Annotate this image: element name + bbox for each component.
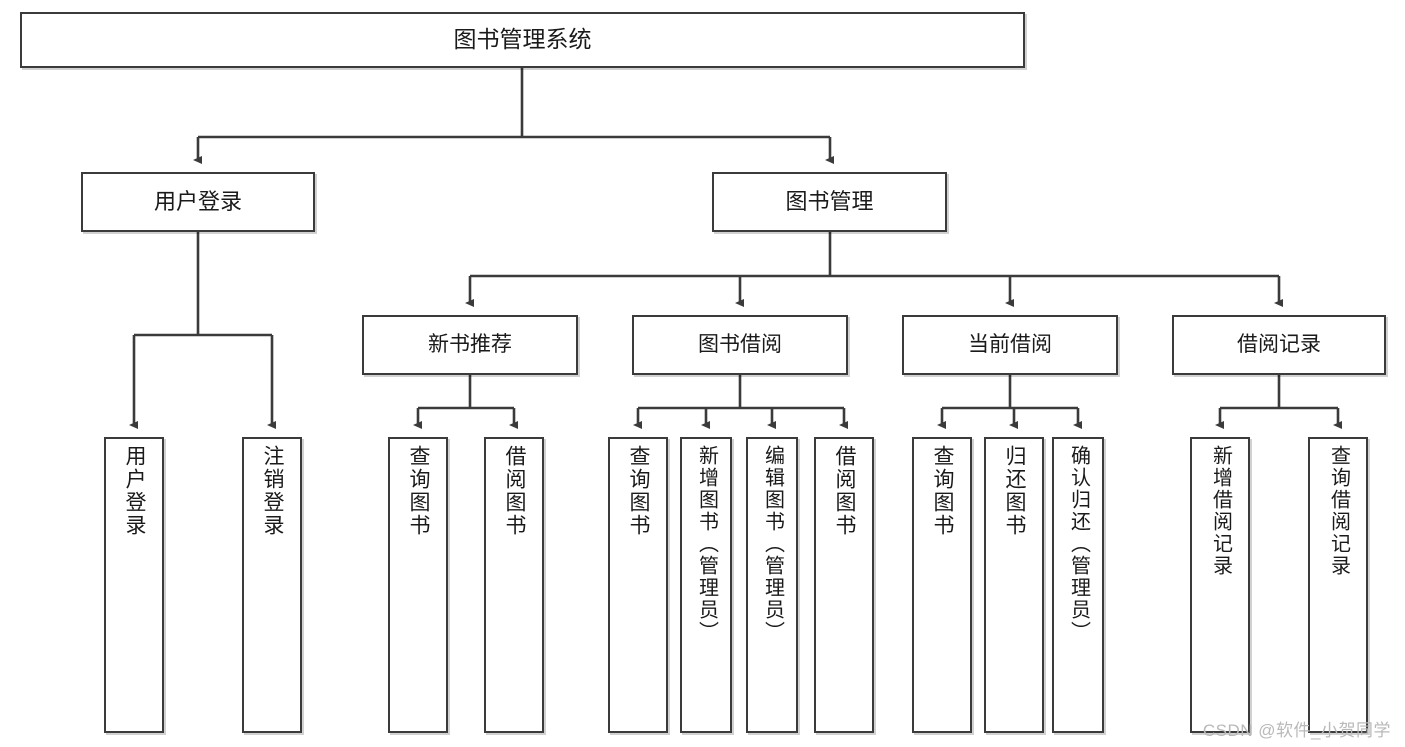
- node-leaf-borrow-book-bor-label: 借阅图书: [833, 445, 857, 537]
- node-leaf-add-book-admin[interactable]: 新增图书（管理员）: [680, 437, 732, 733]
- node-borrow-record-label: 借阅记录: [1237, 332, 1321, 356]
- node-leaf-user-login-label: 用户登录: [123, 445, 147, 537]
- node-new-book-rec-label: 新书推荐: [428, 332, 512, 356]
- node-leaf-borrow-book-bor[interactable]: 借阅图书: [814, 437, 874, 733]
- node-leaf-query-book-cur-label: 查询图书: [931, 445, 955, 537]
- node-leaf-edit-book-admin-label: 编辑图书（管理员）: [761, 445, 784, 643]
- node-leaf-query-book-cur[interactable]: 查询图书: [912, 437, 972, 733]
- node-leaf-edit-book-admin[interactable]: 编辑图书（管理员）: [746, 437, 798, 733]
- node-leaf-query-book-rec-label: 查询图书: [407, 445, 431, 537]
- watermark: CSDN @软件_小贺同学: [1202, 721, 1391, 740]
- node-new-book-rec[interactable]: 新书推荐: [362, 315, 578, 375]
- node-leaf-confirm-return[interactable]: 确认归还（管理员）: [1052, 437, 1104, 733]
- node-leaf-query-book-bor-label: 查询图书: [627, 445, 651, 537]
- node-user-login[interactable]: 用户登录: [81, 172, 315, 232]
- node-leaf-query-book-bor[interactable]: 查询图书: [608, 437, 668, 733]
- node-book-manage-label: 图书管理: [785, 189, 874, 215]
- node-root[interactable]: 图书管理系统: [20, 12, 1025, 68]
- node-book-manage[interactable]: 图书管理: [712, 172, 947, 232]
- node-leaf-user-logout[interactable]: 注销登录: [242, 437, 302, 733]
- node-leaf-query-book-rec[interactable]: 查询图书: [388, 437, 448, 733]
- node-leaf-borrow-book-rec-label: 借阅图书: [503, 445, 527, 537]
- node-borrow-record[interactable]: 借阅记录: [1172, 315, 1386, 375]
- node-leaf-add-borrow-record-label: 新增借阅记录: [1209, 445, 1232, 577]
- node-leaf-user-login[interactable]: 用户登录: [104, 437, 164, 733]
- node-leaf-borrow-book-rec[interactable]: 借阅图书: [484, 437, 544, 733]
- node-book-borrow[interactable]: 图书借阅: [632, 315, 848, 375]
- node-user-login-label: 用户登录: [153, 189, 242, 215]
- node-book-borrow-label: 图书借阅: [698, 332, 782, 356]
- node-leaf-query-borrow-record[interactable]: 查询借阅记录: [1308, 437, 1368, 733]
- node-current-borrow-label: 当前借阅: [968, 332, 1052, 356]
- node-leaf-confirm-return-label: 确认归还（管理员）: [1067, 445, 1090, 643]
- node-current-borrow[interactable]: 当前借阅: [902, 315, 1118, 375]
- node-leaf-return-book-label: 归还图书: [1003, 445, 1027, 537]
- node-leaf-add-book-admin-label: 新增图书（管理员）: [695, 445, 718, 643]
- node-leaf-return-book[interactable]: 归还图书: [984, 437, 1044, 733]
- node-leaf-user-logout-label: 注销登录: [261, 445, 285, 537]
- node-leaf-add-borrow-record[interactable]: 新增借阅记录: [1190, 437, 1250, 733]
- node-leaf-query-borrow-record-label: 查询借阅记录: [1327, 445, 1350, 577]
- node-root-label: 图书管理系统: [453, 26, 592, 53]
